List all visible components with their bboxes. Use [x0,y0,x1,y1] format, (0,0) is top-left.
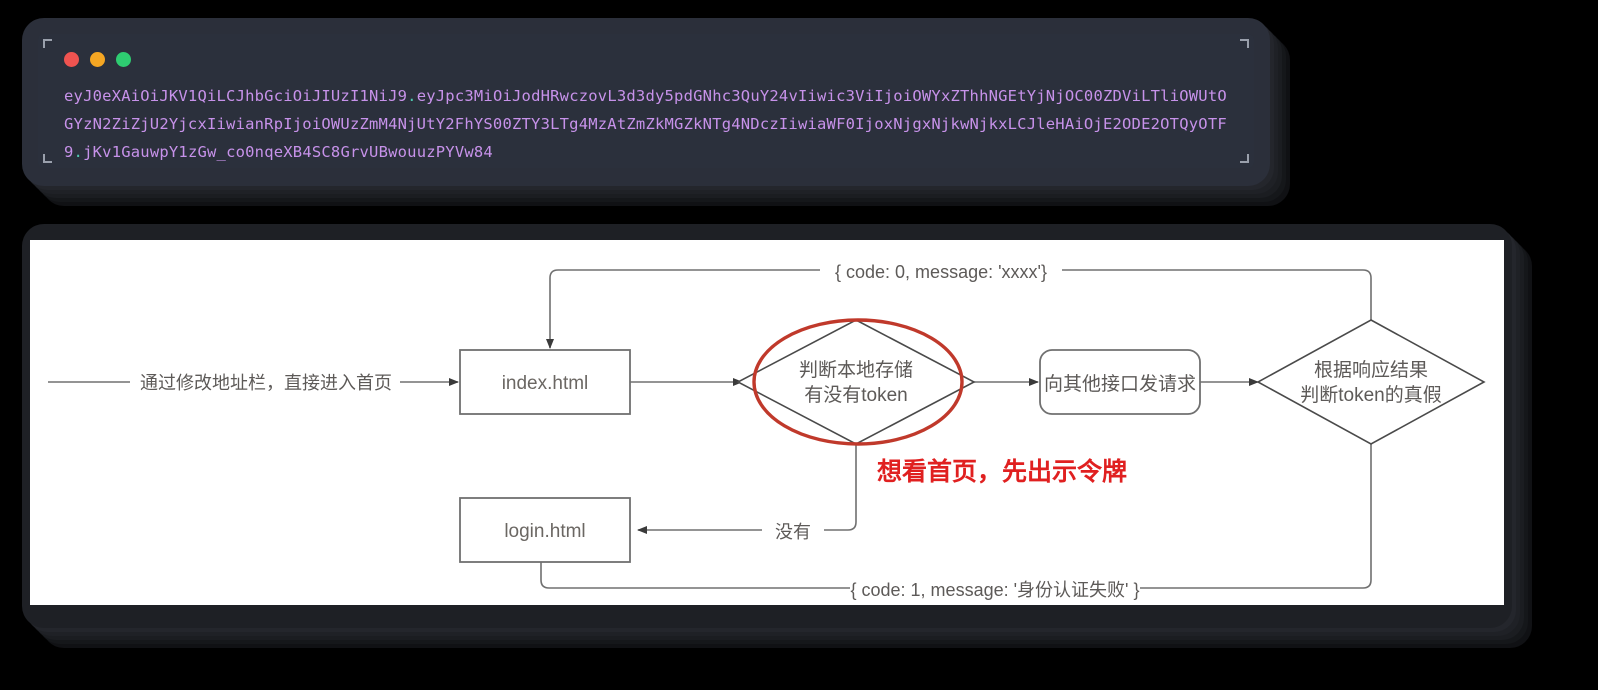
edge-success-label-bg [820,258,1062,284]
jwt-separator-2: . [73,143,84,161]
jwt-payload-segment: eyJpc3MiOiJodHRwczovL3d3dy5pdGNhc3QuY24v… [64,87,1227,161]
node-index-html[interactable] [459,349,631,415]
edge-no-token-to-login [637,436,857,534]
maximize-button-icon[interactable] [116,52,131,67]
traffic-light-buttons [64,52,131,67]
selection-tick-top-right [1240,39,1249,48]
jwt-signature-segment: jKv1GauwpY1zGw_co0nqeXB4SC8GrvUBwouuzPYV… [83,143,493,161]
edge-failure-label-bg [850,576,1140,602]
edge-success-label: { code: 0, message: 'xxxx'} [835,262,1047,282]
edge-no-token-label-bg [762,518,824,544]
code-window-body: eyJ0eXAiOiJKV1QiLCJhbGciOiJIUzI1NiJ9.eyJ… [38,34,1254,168]
code-window: eyJ0eXAiOiJKV1QiLCJhbGciOiJIUzI1NiJ9.eyJ… [22,18,1270,186]
node-index-html-label: index.html [502,373,589,394]
jwt-separator-1: . [407,87,417,105]
node-decision-verify-token[interactable] [1256,319,1486,445]
edge-entry-label: 通过修改地址栏，直接进入首页 [140,373,392,393]
red-annotation-text: 想看首页，先出示令牌 [877,457,1127,486]
diagram-window: index.html 判断本地存储 有没有token 向其他接口发请求 根据响应… [22,224,1512,628]
flowchart-svg: index.html 判断本地存储 有没有token 向其他接口发请求 根据响应… [48,258,1486,602]
highlight-ellipse [752,318,964,446]
edge-failure-label: { code: 1, message: '身份认证失败' } [851,580,1140,600]
jwt-token-text[interactable]: eyJ0eXAiOiJKV1QiLCJhbGciOiJIUzI1NiJ9.eyJ… [64,82,1234,166]
node-login-html[interactable] [459,497,631,563]
node-decision-local-storage-line2: 有没有token [804,384,907,406]
node-decision-local-storage-line1: 判断本地存储 [799,359,913,381]
close-button-icon[interactable] [64,52,79,67]
selection-tick-top-left [43,39,52,48]
node-login-html-label: login.html [504,521,585,542]
edge-no-token-label: 没有 [775,522,811,542]
minimize-button-icon[interactable] [90,52,105,67]
edge-entry-label-bg [132,369,400,395]
jwt-header-segment: eyJ0eXAiOiJKV1QiLCJhbGciOiJIUzI1NiJ9 [64,87,408,105]
node-decision-verify-token-line1: 根据响应结果 [1314,359,1428,381]
node-send-request-label: 向其他接口发请求 [1044,373,1196,395]
diagram-canvas: index.html 判断本地存储 有没有token 向其他接口发请求 根据响应… [30,240,1504,605]
node-send-request[interactable] [1039,349,1201,415]
node-decision-local-storage[interactable] [736,319,976,445]
selection-tick-bottom-left [43,154,52,163]
node-decision-verify-token-line2: 判断token的真假 [1300,384,1441,406]
selection-tick-bottom-right [1240,154,1249,163]
